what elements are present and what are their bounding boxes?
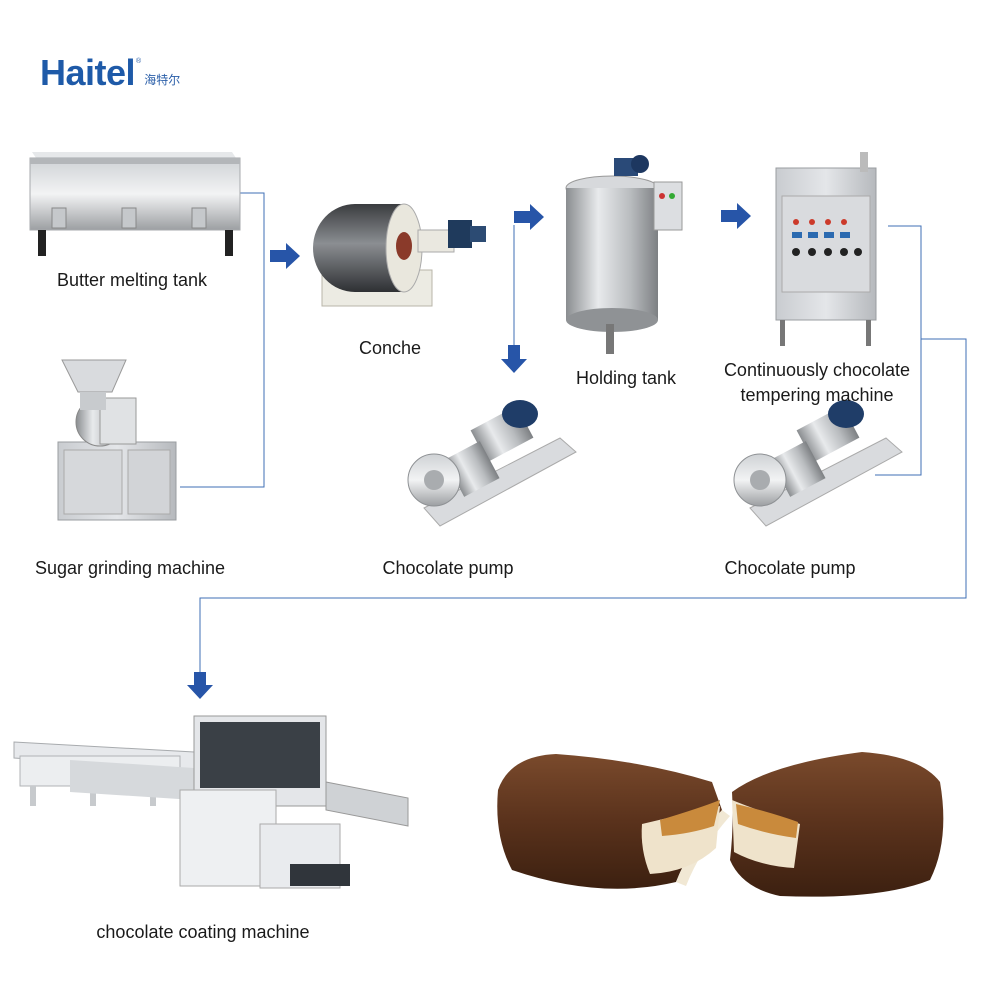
chocolate-pump-2-label: Chocolate pump [700, 556, 880, 581]
chocolate-pump-1-image [408, 400, 576, 526]
butter-melting-tank-label: Butter melting tank [22, 268, 242, 293]
arrow-down-to-pump1 [501, 345, 527, 373]
arrow-right-to-holding-tank [514, 204, 544, 230]
holding-tank-image [566, 155, 682, 354]
chocolate-coating-machine-label: chocolate coating machine [70, 920, 336, 945]
tempering-machine-image [776, 152, 876, 346]
tempering-machine-label-line1: Continuously chocolate [712, 358, 922, 383]
holding-tank-label: Holding tank [550, 366, 702, 391]
chocolate-bar-image [497, 752, 943, 897]
line-tempering-to-pump2 [875, 226, 921, 475]
arrow-down-to-coating [187, 672, 213, 699]
arrow-right-to-tempering [721, 203, 751, 229]
line-butter-to-conche [180, 193, 264, 487]
chocolate-pump-1-label: Chocolate pump [360, 556, 536, 581]
arrow-right-to-conche [270, 243, 300, 269]
chocolate-coating-machine-image [14, 716, 408, 888]
chocolate-pump-2-image [734, 400, 902, 526]
butter-melting-tank-image [30, 152, 240, 256]
conche-label: Conche [320, 336, 460, 361]
sugar-grinding-machine-image [58, 360, 176, 520]
conche-image [313, 204, 486, 306]
tempering-machine-label-line2: tempering machine [712, 383, 922, 408]
sugar-grinding-machine-label: Sugar grinding machine [20, 556, 240, 581]
